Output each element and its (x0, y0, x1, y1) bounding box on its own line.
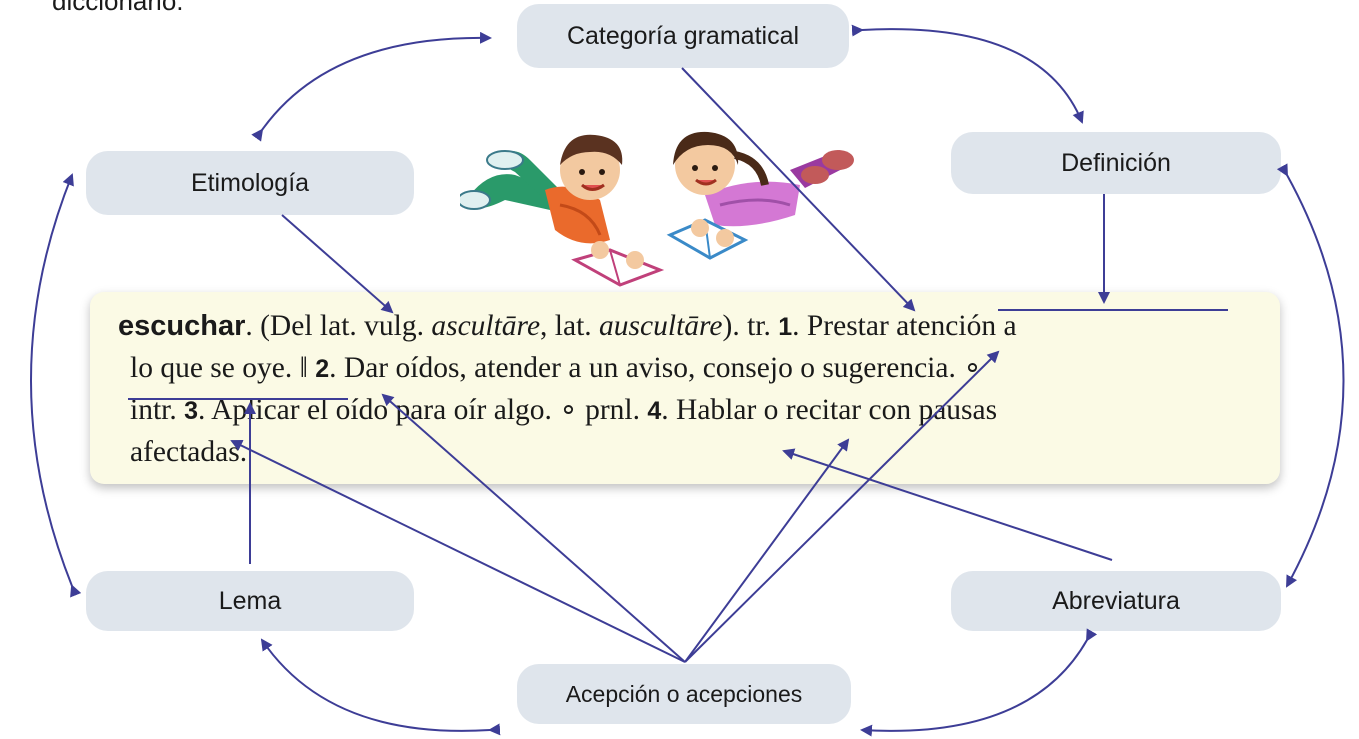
entry-line-2: lo que se oye. ‖ 2. Dar oídos, atender a… (118, 348, 1266, 390)
entry-definition-text: lo que se oye. ‖ (130, 352, 316, 384)
intro-text-fragment: diccionario. (52, 0, 184, 16)
entry-etymon: auscultāre (599, 310, 723, 342)
arrow-acepciones-to-2 (381, 393, 686, 663)
sense-number: 4 (647, 397, 662, 425)
label-etimologia: Etimología (86, 151, 414, 215)
dictionary-entry-box (90, 292, 1280, 484)
arrow-categoria-to-tr (681, 67, 916, 312)
label-acepciones: Acepción o acepciones (517, 664, 851, 724)
label-categoria-gramatical: Categoría gramatical (517, 4, 849, 68)
arrow-abreviatura-to-prnl (782, 448, 1113, 561)
cycle-arrow-categoria-definicion (851, 24, 1084, 124)
sense-number: 2 (315, 355, 330, 383)
entry-definition-text: afectadas. (130, 436, 248, 468)
entry-etymon: ascultāre (431, 310, 541, 342)
sense-number: 3 (184, 397, 198, 425)
cycle-arrow-lema-etimologia (30, 173, 82, 598)
arrow-acepciones-to-1 (684, 350, 1000, 663)
entry-definition-text: . Prestar atención a (792, 310, 1017, 342)
children-reading-illustration (460, 131, 854, 287)
entry-text: ). tr. (722, 310, 779, 342)
entry-definition-text: . Dar oídos, atender a un aviso, consejo… (329, 352, 982, 384)
arrow-acepciones-to-4 (684, 438, 850, 663)
cycle-arrow-definicion-abreviatura (1276, 163, 1345, 588)
cycle-arrow-abreviatura-acepciones (860, 628, 1098, 737)
entry-line-1: escuchar. (Del lat. vulg. ascultāre, lat… (118, 306, 1266, 348)
sense-number: 1 (778, 313, 793, 341)
entry-line-4: afectadas. (118, 432, 1266, 473)
entry-text: , lat. (540, 310, 600, 342)
arrow-etimologia-to-del (281, 214, 394, 314)
label-abreviatura: Abreviatura (951, 571, 1281, 631)
entry-headword: escuchar (118, 310, 246, 342)
cycle-arrow-acepciones-lema (260, 638, 501, 736)
label-definicion: Definición (951, 132, 1281, 194)
entry-text: . (Del lat. vulg. (245, 310, 432, 342)
label-lema: Lema (86, 571, 414, 631)
arrow-acepciones-to-3 (230, 439, 686, 663)
entry-definition-text: . Hablar o recitar con pausas (661, 394, 998, 426)
cycle-arrow-etimologia-categoria (251, 31, 492, 142)
